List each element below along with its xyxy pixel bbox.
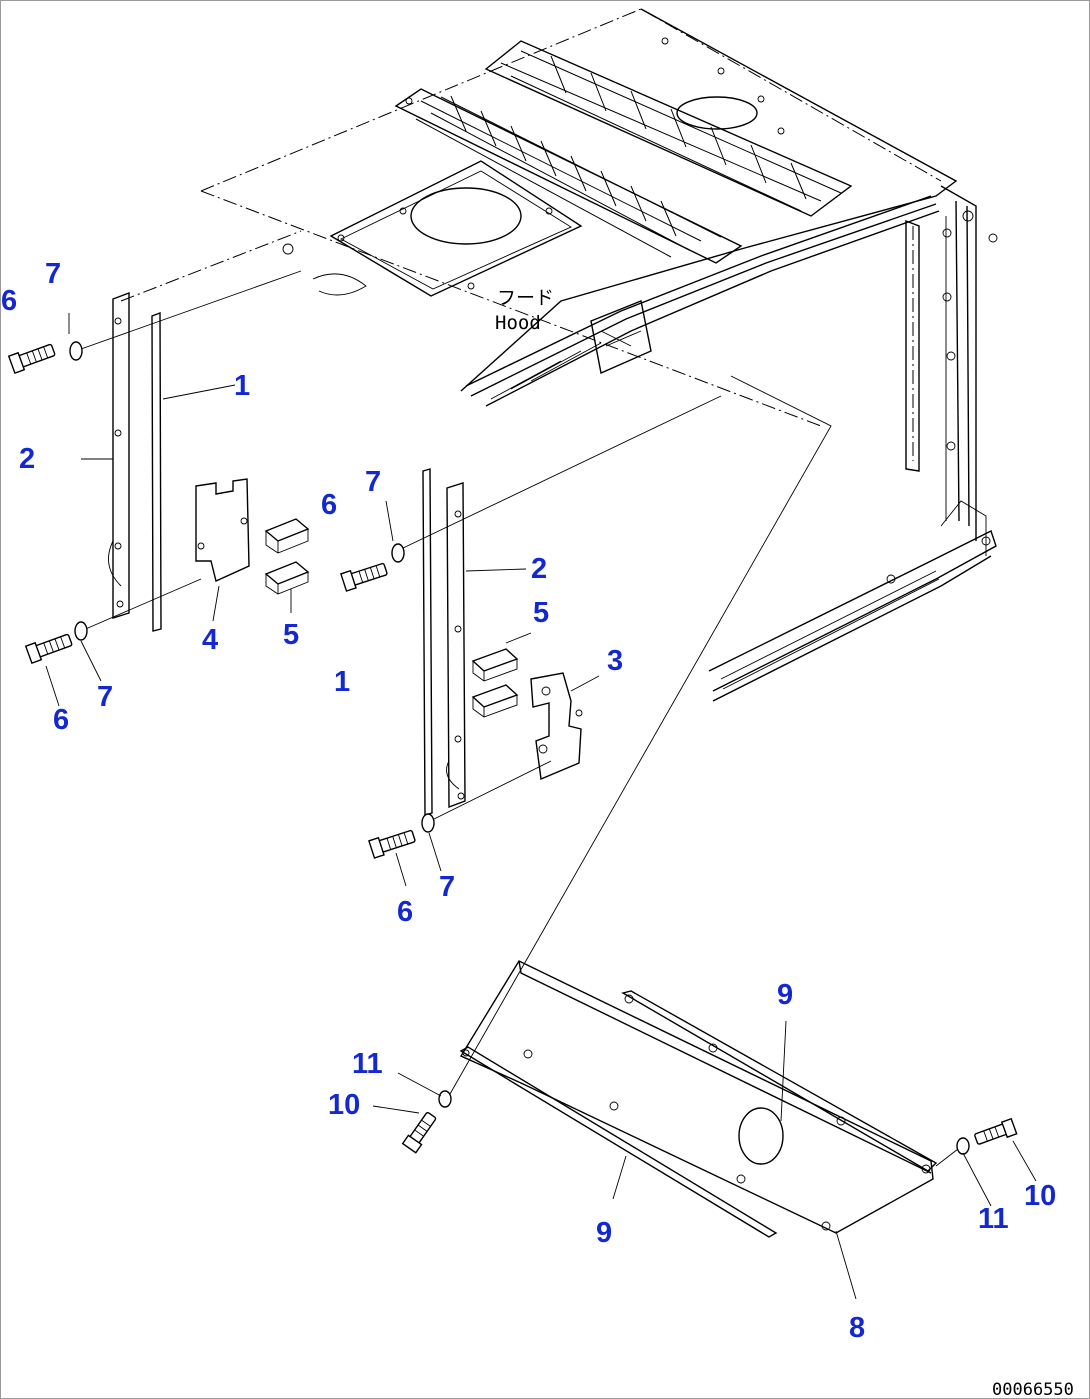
left-seal-group (7, 270, 310, 707)
callout-9-lower-strip: 9 (596, 1217, 612, 1249)
callout-7-lower-mid: 7 (439, 871, 455, 903)
callout-11-right: 11 (978, 1203, 1009, 1235)
hood-assembly (120, 8, 998, 1102)
callout-7-mid: 7 (365, 466, 381, 498)
callout-7-upper-left: 7 (45, 258, 61, 290)
lower-cover-group (372, 960, 1037, 1300)
callout-2-right-bracket: 2 (531, 553, 547, 585)
callout-2-left-bracket: 2 (19, 443, 35, 475)
callout-1-left-rod: 1 (234, 370, 250, 402)
callout-6-lower-mid: 6 (397, 896, 413, 928)
document-id: 00066550 (992, 1380, 1074, 1399)
callout-1-right-rod: 1 (334, 666, 350, 698)
callout-labels: 7 6 1 2 7 6 2 5 4 5 3 1 7 6 7 6 9 11 10 … (1, 258, 1056, 1344)
callout-10-right: 10 (1024, 1180, 1056, 1212)
callout-3-bracket: 3 (607, 645, 623, 677)
callout-6-mid: 6 (321, 489, 337, 521)
callout-11-left: 11 (352, 1048, 383, 1080)
callout-9-upper-strip: 9 (777, 979, 793, 1011)
callout-4-bracket: 4 (202, 624, 218, 656)
callout-5-right-pads: 5 (533, 597, 549, 629)
hood-label-jp: フード (497, 287, 554, 309)
callout-5-left-pads: 5 (283, 619, 299, 651)
callout-7-lower-left: 7 (97, 681, 113, 713)
callout-10-left: 10 (328, 1089, 360, 1121)
callout-6-lower-left: 6 (53, 704, 69, 736)
callout-6-upper-left: 6 (1, 285, 17, 317)
hood-label-en: Hood (495, 312, 541, 334)
callout-8-cover: 8 (849, 1312, 865, 1344)
right-seal-group (340, 395, 722, 887)
